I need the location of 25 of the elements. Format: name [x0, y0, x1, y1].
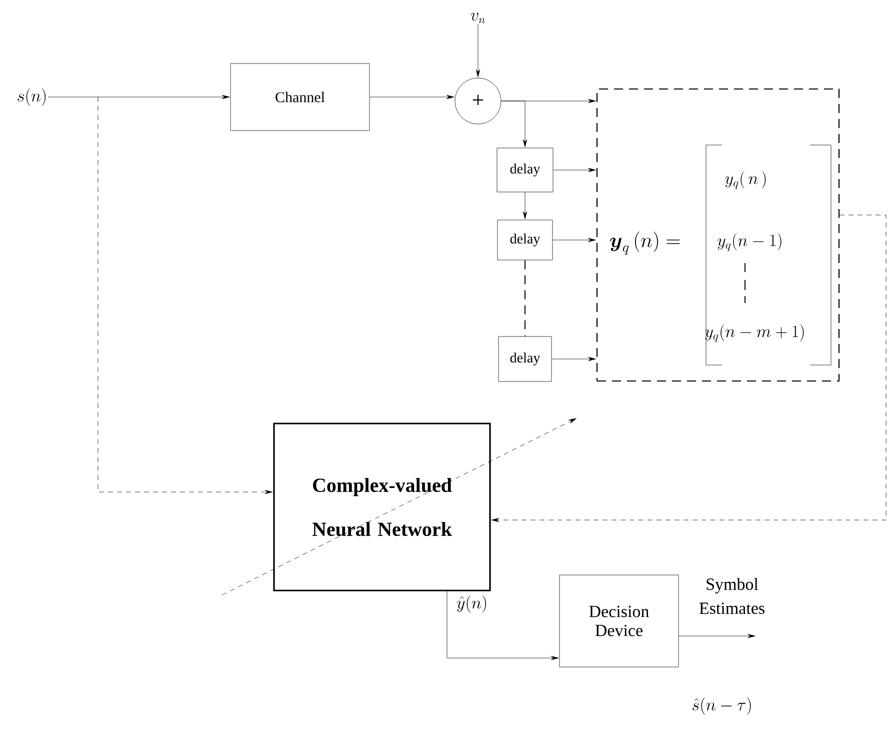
arrow	[522, 192, 528, 220]
arrow	[491, 214, 886, 522]
edge-label: $\hat{y}(n)$	[456, 595, 486, 613]
arrow	[476, 24, 480, 78]
arrow	[48, 94, 230, 100]
process-box: Channel	[230, 63, 370, 131]
register-box: $\boldsymbol{y}_q\,(n)=$ $y_q(\,n\,)$ $y_q(n-1)$ $y_q(n-m+1)$	[596, 88, 840, 382]
process-box: delay	[498, 336, 552, 382]
arrow	[501, 100, 528, 148]
process-box: delay	[497, 220, 553, 260]
output-label: $\hat{s}(n-\tau)$	[692, 697, 751, 715]
signal-label: $v_n$	[470, 12, 485, 24]
arrow	[370, 94, 454, 100]
process-box: delay	[496, 148, 554, 192]
arrow	[552, 238, 596, 242]
arrow	[553, 168, 596, 172]
arrow	[446, 591, 559, 660]
arrow	[678, 634, 756, 638]
output-label: Symbol Estimates	[699, 578, 764, 614]
network-box: Complex-valued Neural Network	[273, 422, 491, 592]
signal-label: $s(n)$	[18, 88, 46, 106]
arrow	[98, 96, 273, 494]
summing-junction: +	[454, 78, 502, 124]
process-box: Decision Device	[559, 574, 679, 668]
arrow	[552, 356, 596, 362]
